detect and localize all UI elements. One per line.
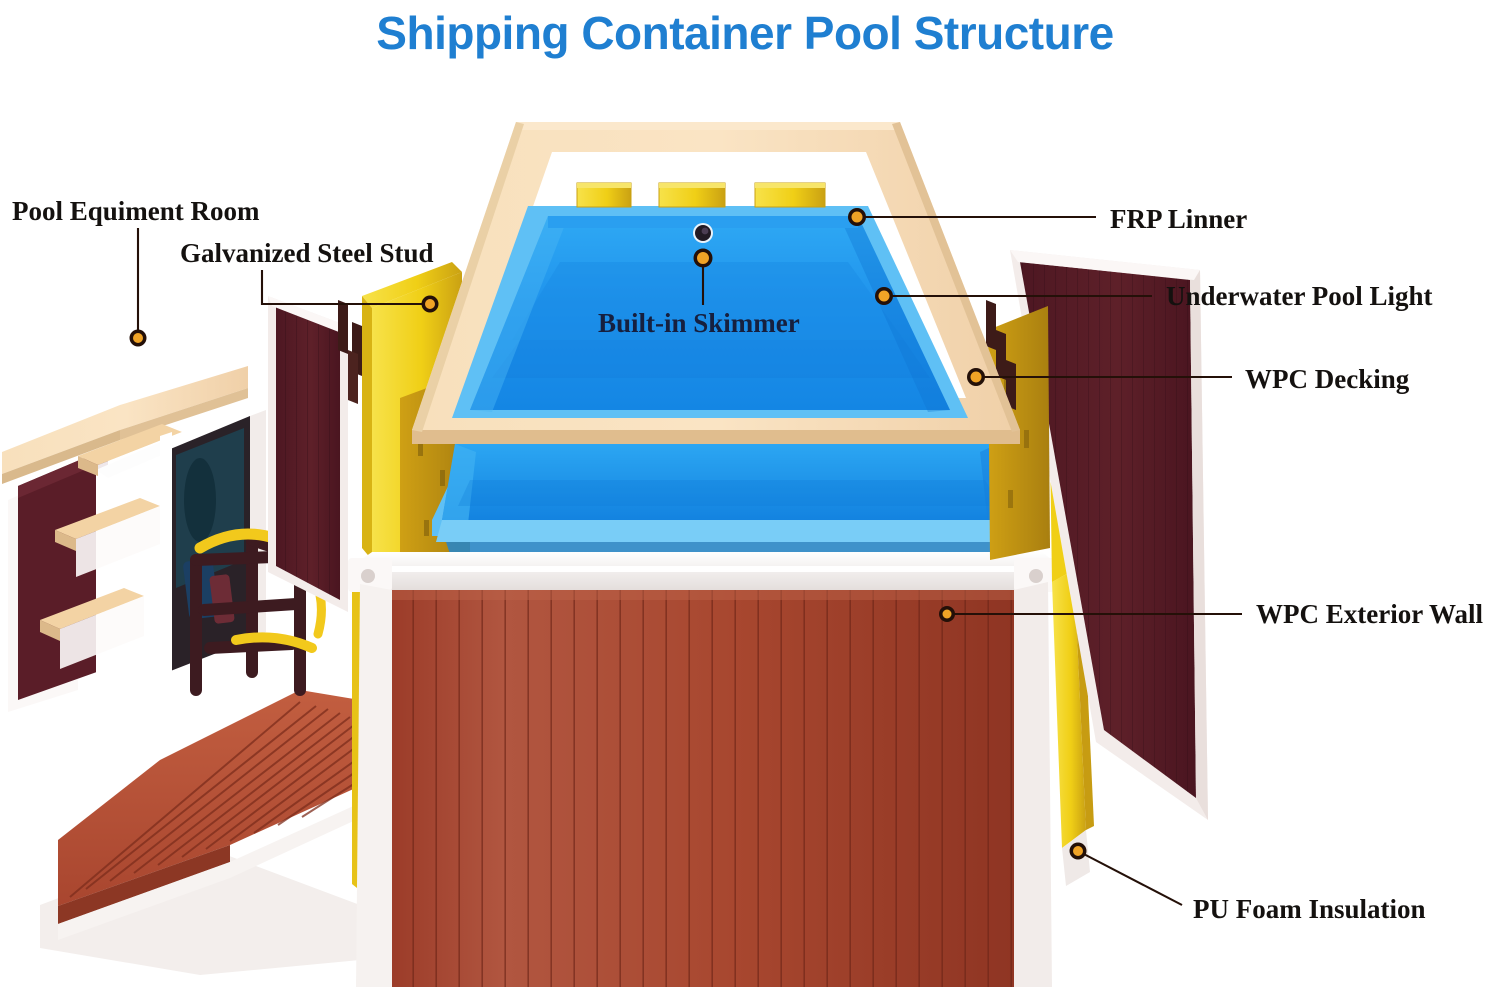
callout-dot-built-in-skimmer[interactable] <box>693 248 713 268</box>
callout-dot-wpc-exterior-wall[interactable] <box>939 606 955 622</box>
pu-foam-blocks-top <box>576 182 826 208</box>
label-built-in-skimmer: Built-in Skimmer <box>598 308 800 338</box>
callout-dot-underwater-pool-light[interactable] <box>875 287 893 305</box>
label-galvanized-steel-stud: Galvanized Steel Stud <box>180 238 434 268</box>
right-exterior-wall-panel <box>1010 250 1208 820</box>
label-wpc-decking: WPC Decking <box>1245 364 1410 394</box>
label-pu-foam-insulation: PU Foam Insulation <box>1193 894 1426 924</box>
callout-dot-wpc-decking[interactable] <box>967 368 985 386</box>
callout-dot-frp-linner[interactable] <box>848 208 866 226</box>
callout-dot-pu-foam-insulation[interactable] <box>1069 842 1087 860</box>
left-exterior-wall-panel <box>268 296 348 612</box>
callout-dots <box>129 208 1087 860</box>
leader-pu-foam-insulation <box>1077 850 1183 906</box>
label-frp-linner: FRP Linner <box>1110 204 1248 234</box>
label-wpc-exterior-wall: WPC Exterior Wall <box>1256 599 1483 629</box>
callout-dot-pool-equipment-room[interactable] <box>129 329 147 347</box>
built-in-skimmer-fitting <box>693 223 713 243</box>
callout-dot-galvanized-steel-stud[interactable] <box>421 295 439 313</box>
frp-liner-basin <box>432 444 1018 566</box>
page-title: Shipping Container Pool Structure <box>376 7 1114 59</box>
wpc-exterior-wall <box>356 582 1052 987</box>
leader-galvanized-steel-stud <box>260 270 430 306</box>
wpc-deck-floor-left <box>58 690 361 940</box>
container-top-rail <box>352 552 1060 590</box>
pool-basin-upper <box>452 206 968 418</box>
label-underwater-pool-light: Underwater Pool Light <box>1166 281 1433 311</box>
pool-equipment-room <box>2 366 266 712</box>
label-pool-equipment-room: Pool Equiment Room <box>12 196 260 226</box>
deck-plank-lines <box>69 701 361 898</box>
